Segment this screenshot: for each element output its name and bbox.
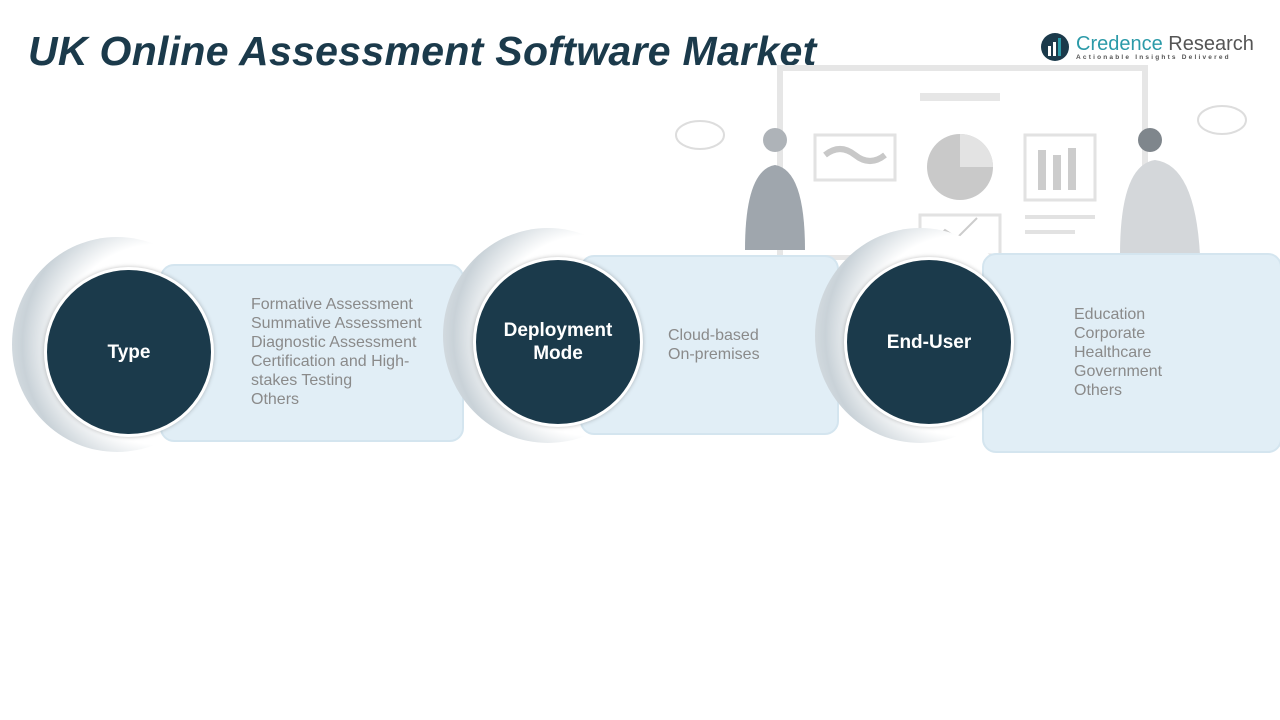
logo-tagline: Actionable Insights Delivered bbox=[1076, 53, 1231, 61]
list-item: Diagnostic Assessment bbox=[251, 334, 417, 351]
list-item: Government bbox=[1074, 363, 1163, 380]
presentation-illustration bbox=[675, 65, 1247, 260]
logo-icon bbox=[1041, 33, 1069, 61]
logo-name-b: Research bbox=[1168, 32, 1254, 55]
segment-type-items: Formative Assessment Summative Assessmen… bbox=[251, 295, 436, 409]
list-item: Others bbox=[251, 391, 300, 408]
list-item: On-premises bbox=[668, 346, 760, 363]
segment-enduser-items: Education Corporate Healthcare Governmen… bbox=[1074, 305, 1162, 400]
segment-label: Type bbox=[107, 341, 151, 363]
logo: Credence Research Actionable Insights De… bbox=[1040, 32, 1254, 62]
segment-label: End-User bbox=[886, 331, 972, 353]
page-title: UK Online Assessment Software Market bbox=[28, 28, 817, 74]
list-item: Cloud-based bbox=[668, 327, 759, 344]
list-item: Certification and High-stakes Testing bbox=[251, 353, 410, 389]
segment-type-circle: Type bbox=[44, 267, 214, 437]
segment-label: Deployment Mode bbox=[503, 320, 613, 364]
logo-name-a: Credence bbox=[1076, 32, 1163, 55]
segment-enduser-circle: End-User bbox=[844, 257, 1014, 427]
list-item: Others bbox=[1074, 382, 1123, 399]
list-item: Education bbox=[1074, 306, 1146, 323]
segment-deployment-circle: Deployment Mode bbox=[473, 257, 643, 427]
list-item: Formative Assessment bbox=[251, 296, 413, 313]
segment-deployment-items: Cloud-based On-premises bbox=[668, 326, 760, 364]
list-item: Summative Assessment bbox=[251, 315, 422, 332]
list-item: Corporate bbox=[1074, 325, 1146, 342]
list-item: Healthcare bbox=[1074, 344, 1152, 361]
